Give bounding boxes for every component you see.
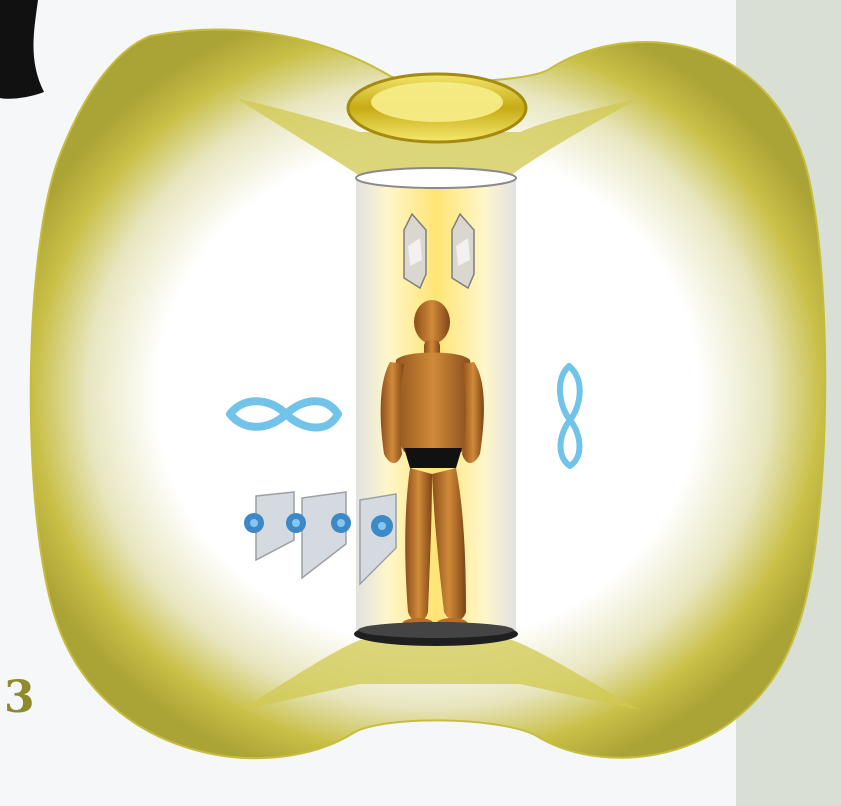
floor-disc-top <box>358 622 514 638</box>
golden-ring-inner <box>371 82 503 122</box>
column-top-opening <box>356 168 516 188</box>
dark-shape <box>0 0 44 99</box>
page-number: 3 <box>4 676 35 720</box>
